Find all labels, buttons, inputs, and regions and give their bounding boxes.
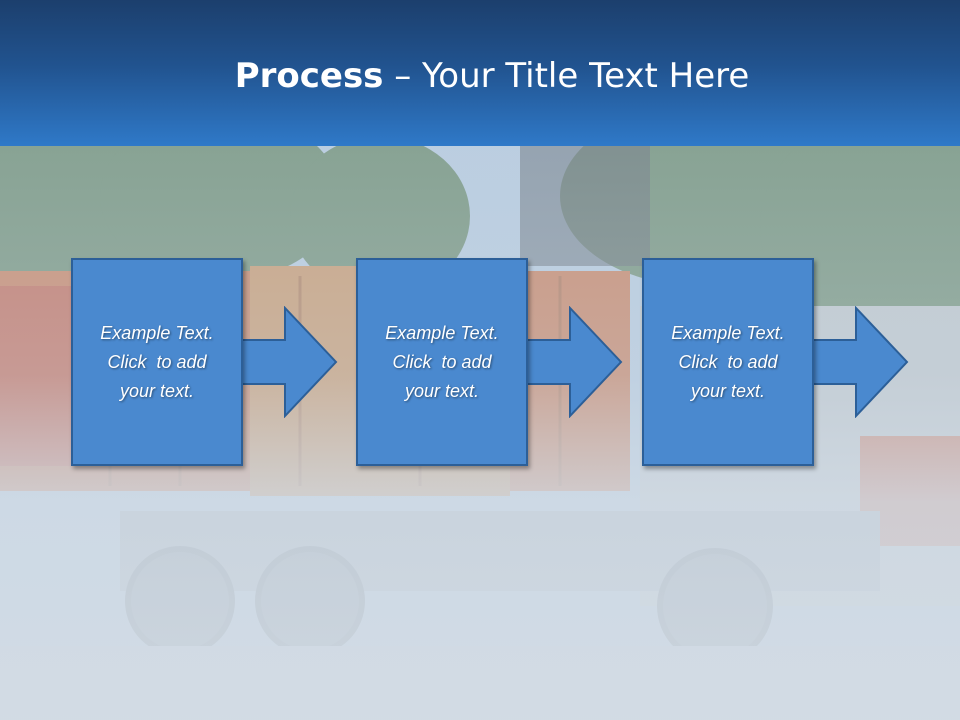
step-2-line-2: Click to add — [392, 351, 492, 372]
step-1-line-3: your text. — [119, 380, 195, 401]
arrow-right-icon — [813, 306, 909, 418]
arrow-right-icon — [242, 306, 338, 418]
step-2-line-1: Example Text. — [385, 322, 499, 343]
step-3-line-2: Click to add — [678, 351, 778, 372]
step-1-text: Example Text. Click to add your text. — [77, 319, 237, 406]
step-3-text: Example Text. Click to add your text. — [648, 319, 808, 406]
step-2-text: Example Text. Click to add your text. — [362, 319, 522, 406]
slide-title[interactable]: Process – Your Title Text Here — [0, 56, 960, 96]
slide-title-bold: Process — [234, 56, 384, 96]
slide-title-rest: – Your Title Text Here — [383, 56, 750, 96]
step-2-line-3: your text. — [404, 380, 480, 401]
title-banner — [0, 0, 960, 146]
step-3-line-1: Example Text. — [671, 322, 785, 343]
step-1-line-1: Example Text. — [100, 322, 214, 343]
step-1-line-2: Click to add — [107, 351, 207, 372]
process-step-1[interactable]: Example Text. Click to add your text. — [71, 258, 243, 466]
arrow-right-icon — [527, 306, 623, 418]
process-step-3[interactable]: Example Text. Click to add your text. — [642, 258, 814, 466]
step-3-line-3: your text. — [690, 380, 766, 401]
process-step-2[interactable]: Example Text. Click to add your text. — [356, 258, 528, 466]
